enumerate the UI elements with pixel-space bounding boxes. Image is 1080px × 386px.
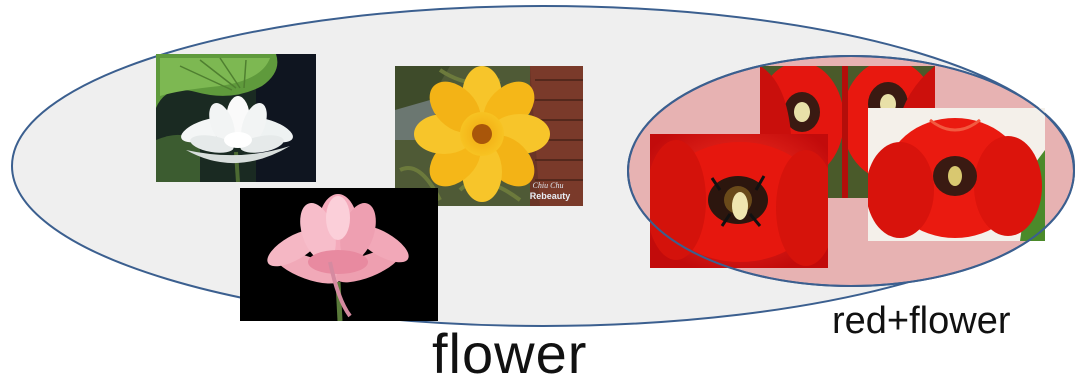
pink-lotus-photo bbox=[240, 188, 438, 321]
red-tulip-photo bbox=[646, 134, 836, 268]
outer-set-label: flower bbox=[432, 326, 587, 382]
white-lotus-photo bbox=[156, 54, 316, 182]
yellow-cosmos-photo: Chiu Chu Rebeauty bbox=[395, 66, 583, 206]
red-tulip-photo bbox=[866, 108, 1045, 241]
svg-text:Chiu Chu: Chiu Chu bbox=[533, 181, 564, 190]
inner-set-label: red+flower bbox=[832, 302, 1010, 340]
watermark-text: Rebeauty bbox=[530, 191, 571, 201]
